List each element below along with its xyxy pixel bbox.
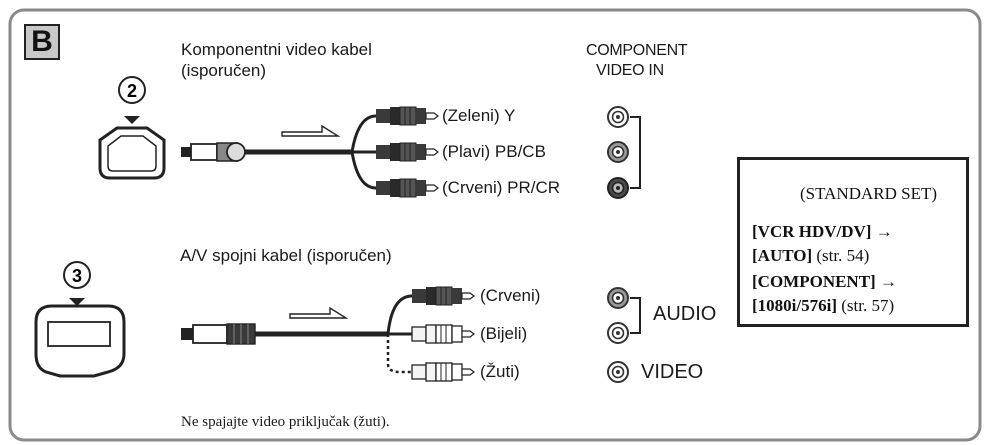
red-plug-label: (Crveni) PR/CR — [442, 178, 561, 197]
cable-direction-arrow — [281, 124, 341, 137]
av-yellow-plug — [411, 362, 475, 382]
outer-frame — [8, 8, 982, 442]
footnote: Ne spajajte video priključak (žuti). — [181, 414, 390, 430]
av-red-plug-label: (Crveni) — [480, 286, 541, 305]
component-cable-title: Komponentni video kabel — [181, 40, 372, 59]
audio-jack-white — [607, 322, 629, 344]
av-cable-direction-arrow — [289, 306, 349, 319]
section-label: B — [24, 24, 60, 60]
port-number-3-text: 3 — [72, 266, 82, 286]
resolution-page-ref: (str. 57) — [841, 296, 895, 315]
auto-setting-line: [AUTO] (str. 54) — [752, 246, 869, 266]
resolution-setting-line: [1080i/576i] (str. 57) — [752, 296, 894, 316]
component-jack-header-2: VIDEO IN — [596, 62, 664, 79]
blue-plug-label: (Plavi) PB/CB — [442, 142, 546, 161]
menu-title: (STANDARD SET) — [800, 184, 937, 203]
port-number-2-text: 2 — [127, 81, 137, 101]
camcorder-av-port — [34, 261, 126, 378]
component-jack-y — [607, 106, 629, 128]
av-cable-plug — [181, 323, 256, 345]
settings-box: (STANDARD SET) [VCR HDV/DV] → [AUTO] (st… — [737, 157, 969, 327]
component-jack-header-1: COMPONENT — [586, 42, 688, 59]
blue-plug — [375, 142, 439, 162]
component-cable-subtitle: (isporučen) — [181, 61, 267, 80]
auto-value: [AUTO] — [752, 246, 813, 265]
audio-label: AUDIO — [653, 303, 717, 325]
component-jack-bracket — [630, 116, 641, 189]
component-jack-pr — [607, 177, 629, 199]
audio-jack-bracket — [630, 297, 641, 334]
video-label: VIDEO — [641, 361, 704, 383]
auto-page-ref: (str. 54) — [816, 246, 870, 265]
audio-jack-red — [607, 287, 629, 309]
component-cable-plug — [181, 142, 246, 162]
video-jack-yellow — [607, 361, 629, 383]
av-cable-title: A/V spojni kabel (isporučen) — [180, 246, 392, 265]
av-red-plug — [411, 286, 475, 306]
component-jack-pb — [607, 141, 629, 163]
resolution-value: [1080i/576i] — [752, 296, 837, 315]
component-setting: [COMPONENT] → — [752, 272, 897, 291]
av-white-plug — [411, 324, 475, 344]
av-yellow-plug-label: (Žuti) — [480, 362, 520, 381]
vcr-setting: [VCR HDV/DV] → — [752, 222, 893, 241]
camcorder-component-port — [98, 76, 166, 180]
red-plug — [375, 178, 439, 198]
green-plug — [375, 106, 439, 126]
green-plug-label: (Zeleni) Y — [442, 106, 516, 125]
av-white-plug-label: (Bijeli) — [480, 324, 528, 343]
